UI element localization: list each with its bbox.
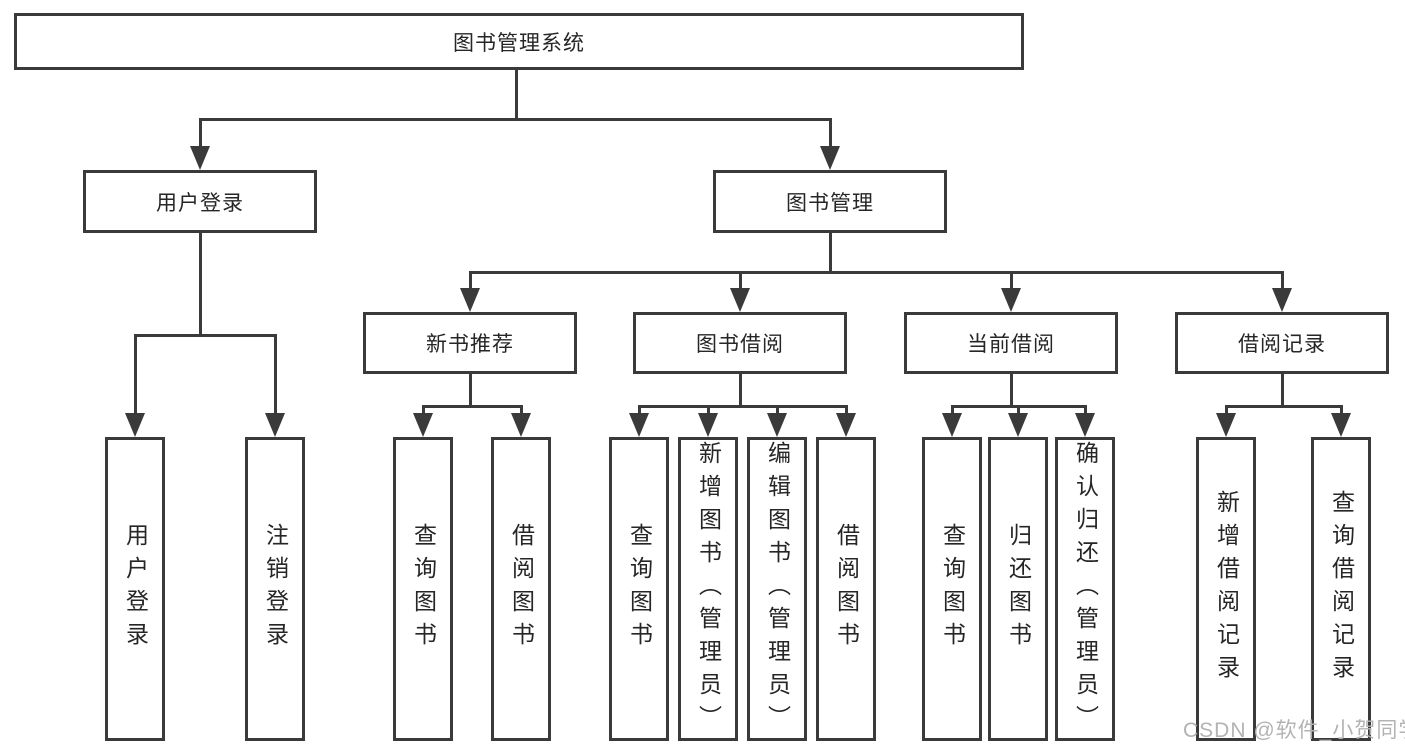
arrow-down-icon — [1075, 413, 1095, 437]
arrow-down-icon — [767, 413, 787, 437]
node-book-borrowing: 图书借阅 — [633, 312, 847, 374]
connector-line — [1340, 405, 1343, 417]
arrow-down-icon — [413, 413, 433, 437]
leaf-borrow-books: 借阅图书 — [816, 437, 876, 741]
arrow-down-icon — [1001, 288, 1021, 312]
connector-line — [520, 405, 523, 417]
arrow-down-icon — [1008, 413, 1028, 437]
arrow-down-icon — [820, 146, 840, 170]
connector-line — [1281, 271, 1284, 291]
connector-line — [274, 334, 277, 416]
connector-line — [1017, 405, 1020, 417]
connector-line — [422, 405, 523, 408]
connector-line — [134, 334, 137, 416]
node-label: 用户登录 — [156, 191, 244, 215]
arrow-down-icon — [265, 413, 285, 437]
leaf-edit-books-admin: 编辑图书（管理员） — [747, 437, 807, 741]
leaf-logout: 注销登录 — [245, 437, 305, 741]
connector-line — [469, 271, 472, 291]
leaf-label: 查询图书 — [939, 523, 966, 655]
arrow-down-icon — [1331, 413, 1351, 437]
leaf-label: 查询借阅记录 — [1328, 490, 1355, 688]
leaf-label: 确认归还（管理员） — [1072, 440, 1099, 738]
leaf-label: 注销登录 — [262, 523, 289, 655]
connector-line — [422, 405, 425, 417]
node-label: 当前借阅 — [967, 333, 1055, 356]
connector-line — [707, 405, 710, 417]
leaf-query-books-current: 查询图书 — [922, 437, 982, 741]
leaf-query-borrow-record: 查询借阅记录 — [1311, 437, 1371, 741]
node-library-management-system: 图书管理系统 — [14, 13, 1024, 70]
leaf-borrow-books-recommend: 借阅图书 — [491, 437, 551, 741]
connector-line — [845, 405, 848, 417]
arrow-down-icon — [836, 413, 856, 437]
leaf-query-books-recommend: 查询图书 — [393, 437, 453, 741]
connector-line — [469, 271, 1284, 274]
connector-line — [199, 232, 202, 336]
connector-line — [1225, 405, 1228, 417]
arrow-down-icon — [698, 413, 718, 437]
connector-line — [776, 405, 779, 417]
arrow-down-icon — [629, 413, 649, 437]
connector-line — [1084, 405, 1087, 417]
arrow-down-icon — [460, 288, 480, 312]
connector-line — [638, 405, 848, 408]
csdn-watermark: CSDN @软件_小贺同学 — [1183, 719, 1405, 742]
leaf-label: 查询图书 — [626, 523, 653, 655]
connector-line — [951, 405, 954, 417]
connector-line — [739, 271, 742, 291]
node-label: 图书管理 — [786, 191, 874, 215]
connector-line — [638, 405, 641, 417]
node-current-borrowing: 当前借阅 — [904, 312, 1118, 374]
leaf-add-books-admin: 新增图书（管理员） — [678, 437, 738, 741]
connector-line — [134, 334, 277, 337]
node-label: 图书管理系统 — [453, 31, 585, 55]
leaf-label: 新增图书（管理员） — [695, 440, 722, 738]
node-book-management: 图书管理 — [713, 170, 947, 233]
arrow-down-icon — [730, 288, 750, 312]
leaf-label: 用户登录 — [122, 523, 149, 655]
node-label: 图书借阅 — [696, 333, 784, 356]
node-new-book-recommendation: 新书推荐 — [363, 312, 577, 374]
leaf-label: 借阅图书 — [833, 523, 860, 655]
leaf-label: 借阅图书 — [508, 523, 535, 655]
connector-line — [469, 373, 472, 407]
leaf-add-borrow-record: 新增借阅记录 — [1196, 437, 1256, 741]
node-user-login: 用户登录 — [83, 170, 317, 233]
connector-line — [1281, 373, 1284, 407]
leaf-label: 编辑图书（管理员） — [764, 440, 791, 738]
connector-line — [1225, 405, 1343, 408]
leaf-label: 归还图书 — [1005, 523, 1032, 655]
leaf-label: 新增借阅记录 — [1213, 490, 1240, 688]
arrow-down-icon — [942, 413, 962, 437]
node-borrowing-records: 借阅记录 — [1175, 312, 1389, 374]
connector-line — [739, 373, 742, 407]
connector-line — [199, 118, 832, 121]
connector-line — [829, 232, 832, 273]
leaf-query-books-borrow: 查询图书 — [609, 437, 669, 741]
node-label: 借阅记录 — [1238, 333, 1326, 356]
arrow-down-icon — [511, 413, 531, 437]
leaf-return-books: 归还图书 — [988, 437, 1048, 741]
connector-line — [1010, 373, 1013, 407]
connector-line — [199, 118, 202, 150]
leaf-user-login: 用户登录 — [105, 437, 165, 741]
connector-line — [515, 69, 518, 120]
leaf-label: 查询图书 — [410, 523, 437, 655]
connector-line — [1010, 271, 1013, 291]
arrow-down-icon — [1272, 288, 1292, 312]
leaf-confirm-return-admin: 确认归还（管理员） — [1055, 437, 1115, 741]
arrow-down-icon — [125, 413, 145, 437]
arrow-down-icon — [190, 146, 210, 170]
arrow-down-icon — [1216, 413, 1236, 437]
connector-line — [829, 118, 832, 150]
node-label: 新书推荐 — [426, 333, 514, 356]
